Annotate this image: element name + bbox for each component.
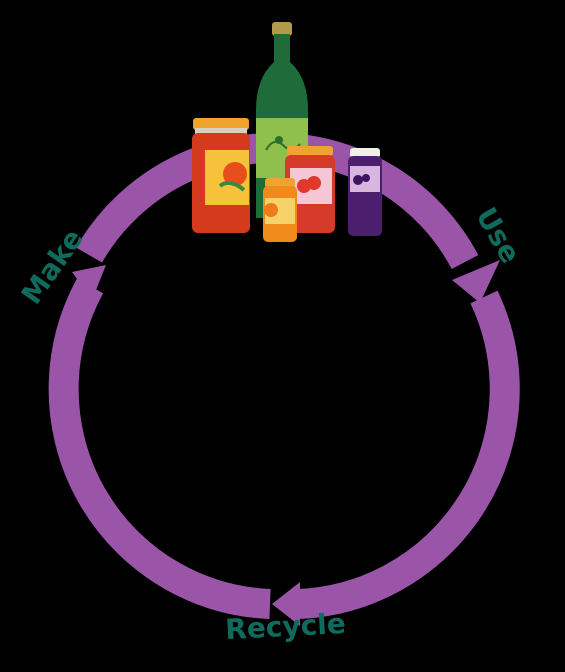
arrowhead-recycle [272,582,300,626]
ring-arc-use-to-recycle [296,290,520,619]
blackberry-jam-jar-icon [348,148,382,236]
arrowhead-use [452,260,500,303]
orange-jam-jar-icon [263,178,297,242]
products-group [192,22,382,242]
stage-label-recycle: Recycle [224,607,346,646]
arrowhead-make [72,265,106,300]
tomato-sauce-jar-icon [192,118,250,233]
cycle-arrowheads [72,260,500,626]
ring-arc-recycle-to-make [48,278,271,619]
